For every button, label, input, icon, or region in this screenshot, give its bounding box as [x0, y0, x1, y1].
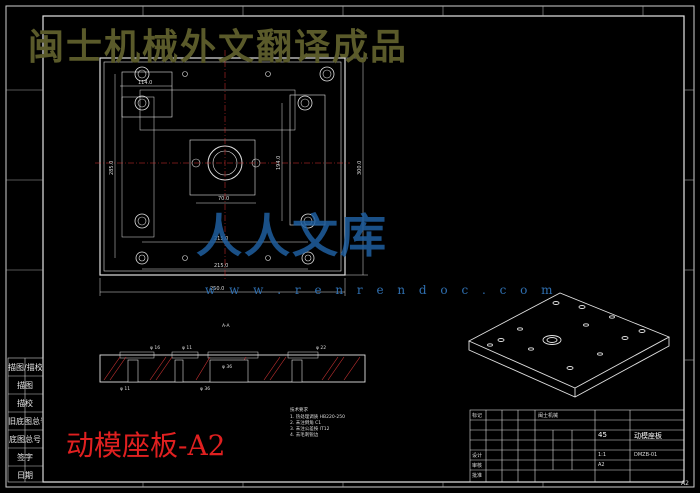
tb-scale: 1:1	[598, 452, 607, 458]
tb-top-left: 标记	[472, 413, 483, 419]
sec-label-5: φ 22	[316, 345, 326, 351]
sec-label-3: φ 36	[222, 364, 232, 370]
dim-215: 215.0	[214, 236, 228, 242]
tb-part-name: 动模座板	[634, 432, 662, 440]
tb-material: 45	[598, 431, 607, 439]
title-block	[469, 409, 685, 483]
outer-border	[5, 5, 695, 488]
dim-114: 114.0	[138, 80, 152, 86]
sec-label-0: A-A	[222, 323, 231, 329]
tech-note-3: 3. 未注公差按 IT12	[290, 425, 330, 432]
dim-300: 300.0	[357, 161, 363, 175]
side-label-6: 日期	[17, 471, 33, 480]
tb-design: 设计	[472, 453, 483, 459]
tb-approve: 批准	[472, 473, 483, 479]
iso-view	[467, 292, 671, 398]
side-label-1: 描图	[17, 381, 33, 390]
dim-215b: 215.0	[214, 263, 228, 269]
sec-label-1: φ 16	[150, 345, 160, 351]
side-label-5: 签字	[17, 453, 33, 462]
inner-frame	[42, 15, 685, 483]
tech-note-4: 4. 去毛刺锐边	[290, 431, 319, 438]
dim-285: 285.0	[109, 161, 115, 175]
sec-label-7: φ 36	[200, 386, 210, 392]
dim-70: 70.0	[218, 196, 229, 202]
side-label-0: 描图/描校	[8, 363, 42, 372]
tech-notes-title: 技术要求	[290, 406, 308, 413]
tb-sheet: A2	[598, 462, 605, 468]
logo-watermark: 人人文库	[196, 209, 388, 263]
drawing-caption: 动模座板-A2	[66, 429, 226, 462]
side-label-2: 描校	[17, 399, 33, 408]
tech-note-1: 1. 热处理调质 HB220-250	[290, 413, 345, 420]
side-label-4: 底图总号	[9, 435, 41, 444]
sec-label-2: φ 11	[182, 345, 192, 351]
watermark-title: 闽士机械外文翻译成品	[28, 27, 409, 68]
sheet-size-label: A2	[681, 480, 689, 487]
tech-note-2: 2. 未注倒角 C1	[290, 419, 321, 426]
logo-url: w w w . r e n r e n d o c . c o m	[205, 283, 558, 297]
tb-check: 审核	[472, 463, 483, 469]
tb-company: 闽士机械	[538, 413, 559, 419]
dim-194: 194.0	[276, 156, 282, 170]
dim-250: 250.0	[210, 286, 224, 292]
side-label-3: 旧底图总号	[8, 417, 42, 426]
tb-drawing-no: DMZB-01	[634, 452, 658, 458]
sec-label-6: φ 11	[120, 386, 130, 392]
